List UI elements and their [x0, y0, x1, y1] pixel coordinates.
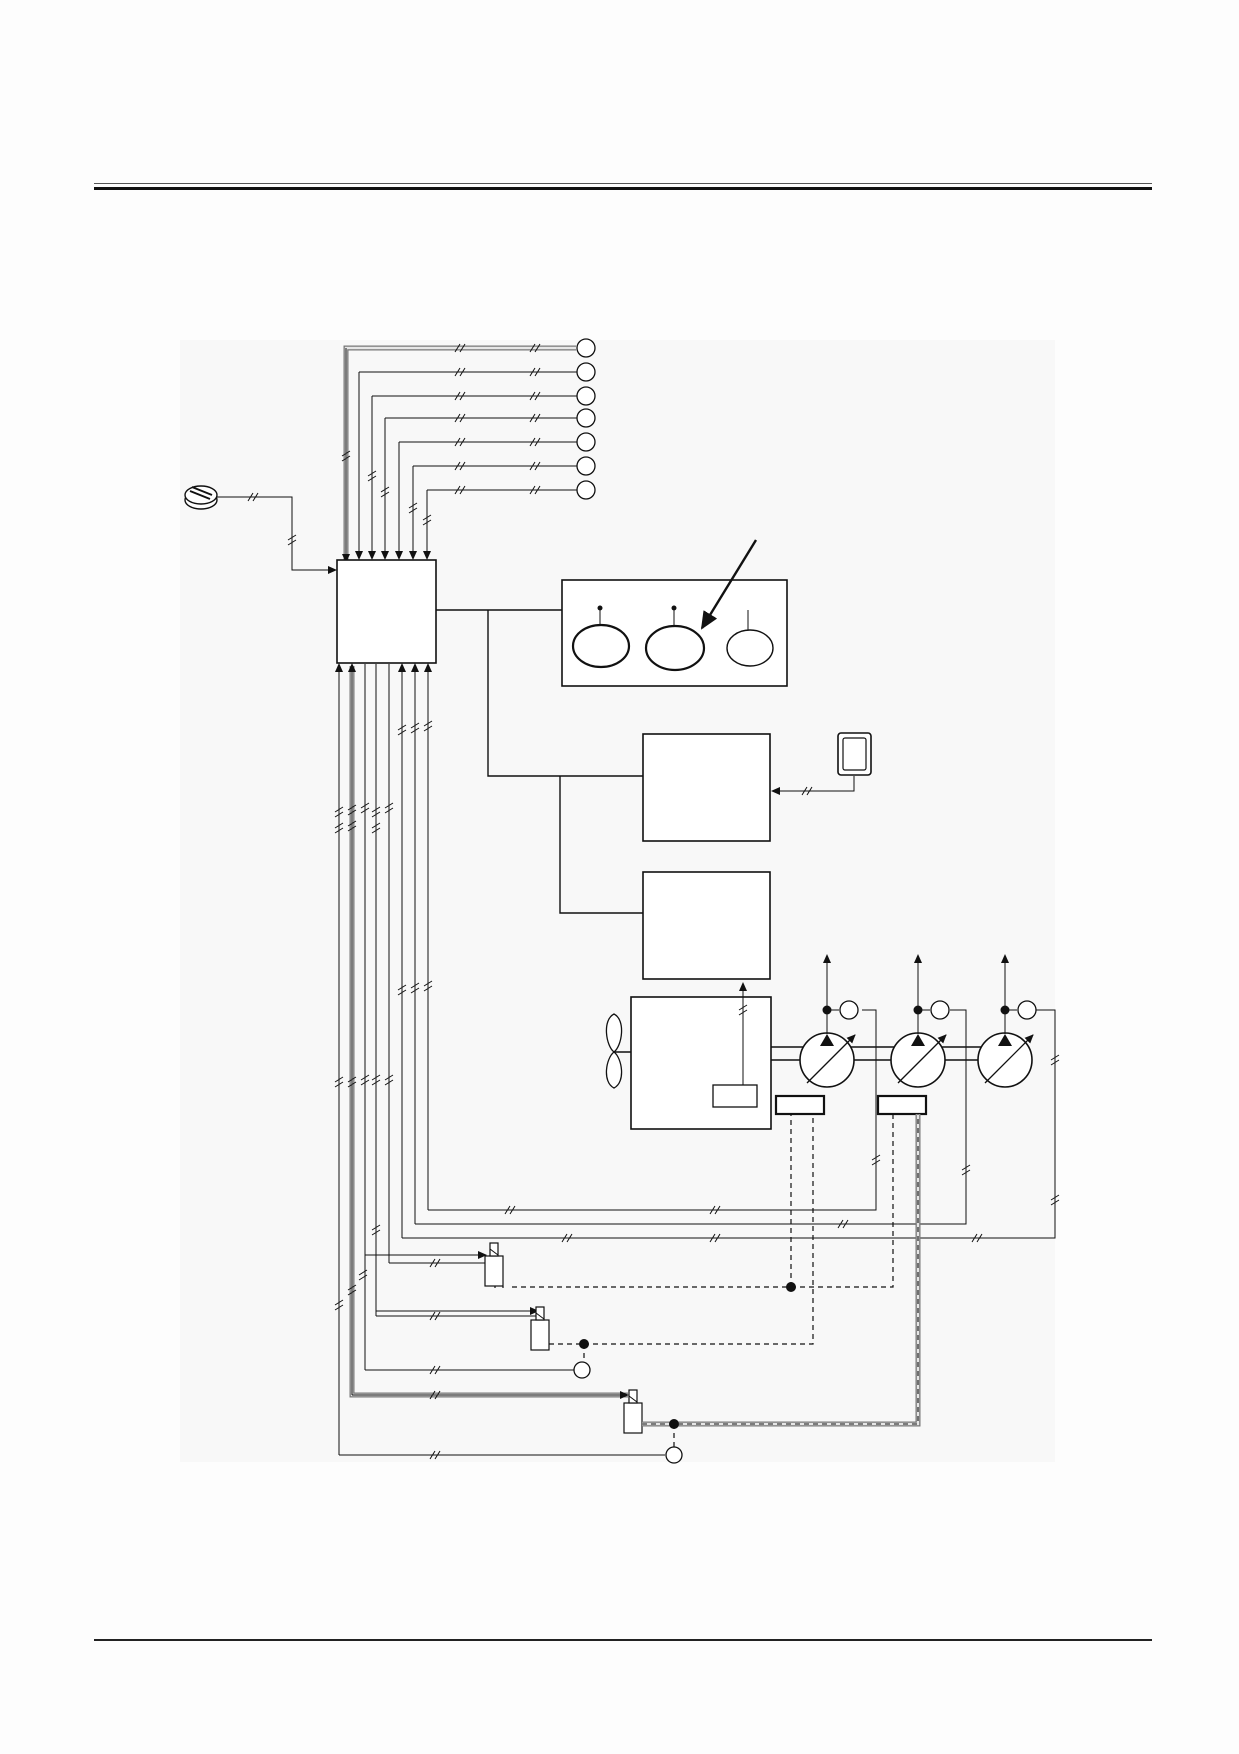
sensor-7: [576, 480, 596, 500]
footer-rule: [94, 1639, 1152, 1641]
solenoid-valves: [352, 1114, 921, 1464]
gauge-center-icon: [644, 624, 706, 672]
header-rule-thick: [94, 187, 1152, 190]
controller-box: [336, 559, 437, 664]
monitor-gauges: [571, 539, 774, 672]
mode-selector-dial-icon: [184, 485, 337, 574]
gauge-left-icon: [571, 623, 631, 669]
sensor-5: [576, 432, 596, 452]
top-sensor-inputs: [341, 338, 596, 562]
gauge-right-icon: [726, 629, 774, 667]
accel-dial-icon: [771, 732, 872, 796]
pump-group: [774, 955, 1037, 1116]
governor-box: [642, 871, 771, 980]
sensor-1: [576, 338, 596, 358]
sensor-6: [576, 456, 596, 476]
background-panels: [180, 340, 1055, 1462]
sensor-2: [576, 362, 596, 382]
sensor-4: [576, 408, 596, 428]
header-rule-thin: [94, 183, 1152, 184]
sensor-3: [576, 386, 596, 406]
engine-block: [605, 982, 986, 1130]
engine-controller-box: [642, 733, 771, 842]
